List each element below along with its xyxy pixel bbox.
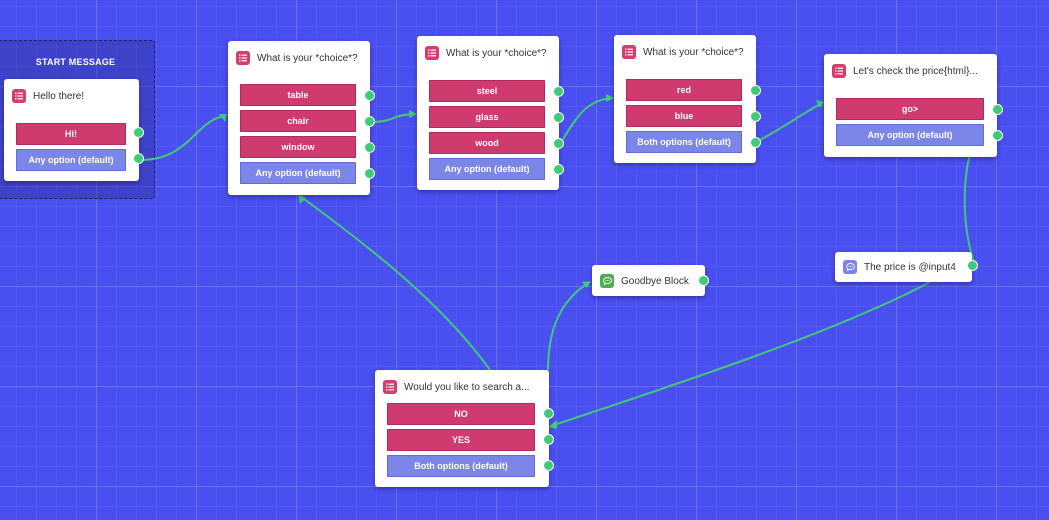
- option-button[interactable]: go>: [836, 98, 984, 120]
- option-button[interactable]: chair: [240, 110, 356, 132]
- option-button[interactable]: wood: [429, 132, 545, 154]
- connection-line: [547, 281, 591, 371]
- block-title: What is your *choice*?: [257, 52, 358, 64]
- connection-line: [370, 113, 416, 123]
- connector-port[interactable]: [543, 408, 554, 419]
- option-button-default[interactable]: Any option (default): [240, 162, 356, 184]
- connection-line: [963, 153, 975, 263]
- block-title: The price is @input4: [864, 261, 956, 273]
- block-search[interactable]: Would you like to search a... NO YES Bot…: [375, 370, 549, 487]
- option-button[interactable]: blue: [626, 105, 742, 127]
- connector-port[interactable]: [553, 164, 564, 175]
- connector-port[interactable]: [133, 127, 144, 138]
- connector-port[interactable]: [967, 260, 978, 271]
- connector-port[interactable]: [698, 275, 709, 286]
- connector-port[interactable]: [364, 142, 375, 153]
- block-header: What is your *choice*?: [425, 45, 553, 61]
- list-icon: [425, 46, 439, 60]
- connector-port[interactable]: [750, 85, 761, 96]
- connection-line: [755, 102, 823, 143]
- block-header: The price is @input4: [843, 259, 966, 275]
- block-price-message[interactable]: The price is @input4: [835, 252, 972, 282]
- connector-port[interactable]: [543, 434, 554, 445]
- block-choice-3[interactable]: What is your *choice*? red blue Both opt…: [614, 35, 756, 163]
- list-icon: [622, 45, 636, 59]
- option-button[interactable]: Hi!: [16, 123, 126, 145]
- option-button-default[interactable]: Any option (default): [16, 149, 126, 171]
- block-title: Let's check the price{html}...: [853, 65, 978, 77]
- connection-line: [299, 195, 491, 371]
- connector-port[interactable]: [364, 90, 375, 101]
- block-title: What is your *choice*?: [446, 47, 547, 59]
- option-button[interactable]: window: [240, 136, 356, 158]
- block-choice-1[interactable]: What is your *choice*? table chair windo…: [228, 41, 370, 195]
- list-icon: [832, 64, 846, 78]
- option-button[interactable]: steel: [429, 80, 545, 102]
- connector-port[interactable]: [992, 130, 1003, 141]
- block-title: Goodbye Block: [621, 275, 689, 287]
- option-button[interactable]: glass: [429, 106, 545, 128]
- connector-port[interactable]: [133, 153, 144, 164]
- option-button[interactable]: table: [240, 84, 356, 106]
- chat-icon: [843, 260, 857, 274]
- connector-port[interactable]: [543, 460, 554, 471]
- block-header: Let's check the price{html}...: [832, 63, 991, 79]
- block-header: Goodbye Block: [600, 273, 699, 289]
- block-choice-2[interactable]: What is your *choice*? steel glass wood …: [417, 36, 559, 190]
- start-message-label: START MESSAGE: [35, 57, 116, 67]
- connector-port[interactable]: [553, 138, 564, 149]
- option-button-default[interactable]: Both options (default): [626, 131, 742, 153]
- connection-line: [550, 281, 931, 427]
- block-title: What is your *choice*?: [643, 46, 744, 58]
- connector-port[interactable]: [364, 168, 375, 179]
- connector-port[interactable]: [750, 137, 761, 148]
- chat-icon: [600, 274, 614, 288]
- option-button-default[interactable]: Any option (default): [836, 124, 984, 146]
- block-header: What is your *choice*?: [622, 44, 750, 60]
- block-header: Would you like to search a...: [383, 379, 543, 395]
- connector-port[interactable]: [364, 116, 375, 127]
- connection-line: [559, 97, 613, 145]
- option-button-default[interactable]: Any option (default): [429, 158, 545, 180]
- block-title: Would you like to search a...: [404, 381, 530, 393]
- connector-port[interactable]: [553, 86, 564, 97]
- option-button[interactable]: NO: [387, 403, 535, 425]
- block-hello[interactable]: Hello there! Hi! Any option (default): [4, 79, 139, 181]
- connector-port[interactable]: [750, 111, 761, 122]
- block-title: Hello there!: [33, 90, 85, 102]
- list-icon: [12, 89, 26, 103]
- list-icon: [236, 51, 250, 65]
- option-button-default[interactable]: Both options (default): [387, 455, 535, 477]
- option-button[interactable]: red: [626, 79, 742, 101]
- connector-port[interactable]: [553, 112, 564, 123]
- block-price-check[interactable]: Let's check the price{html}... go> Any o…: [824, 54, 997, 157]
- block-header: Hello there!: [12, 88, 133, 104]
- list-icon: [383, 380, 397, 394]
- block-header: What is your *choice*?: [236, 50, 364, 66]
- block-goodbye[interactable]: Goodbye Block: [592, 265, 705, 296]
- option-button[interactable]: YES: [387, 429, 535, 451]
- connector-port[interactable]: [992, 104, 1003, 115]
